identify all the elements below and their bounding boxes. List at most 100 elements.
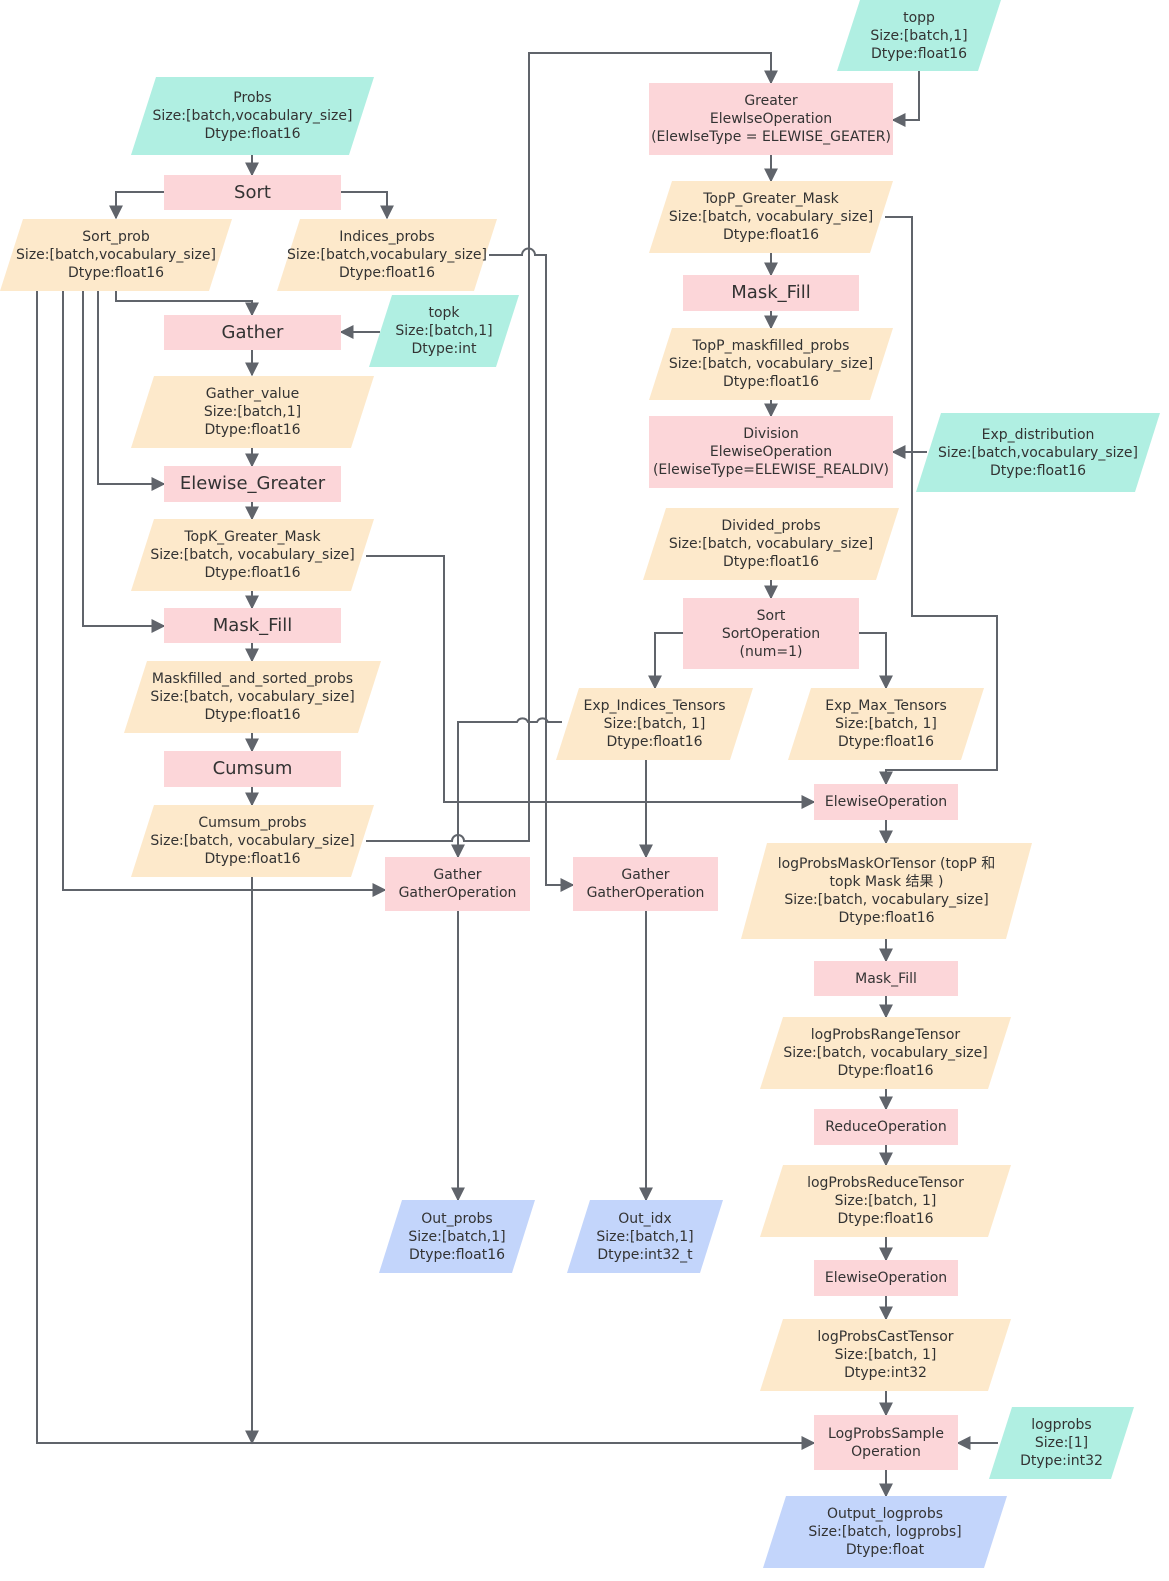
node-shape	[124, 661, 381, 733]
node-label-line: Maskfilled_and_sorted_probs	[151, 671, 354, 687]
node-label-line: Dtype:int32_t	[597, 1246, 693, 1263]
node-label-line: Dtype:float16	[989, 462, 1087, 479]
node-label-line: Size:[batch, 1]	[835, 716, 937, 732]
node-label-line: Elewise_Greater	[179, 473, 326, 494]
node-label-line: Size:[batch, vocabulary_size]	[150, 689, 355, 705]
node-label-line: GatherOperation	[398, 885, 517, 901]
node-shape	[131, 519, 374, 591]
node-label-line: Size:[batch, vocabulary_size]	[784, 892, 989, 908]
node-label-line: Dtype:int32	[1020, 1453, 1103, 1469]
node-label-line: ElewlseOperation	[709, 111, 833, 127]
node-label-line: Probs	[233, 90, 272, 106]
node-label-line: Dtype:float16	[204, 707, 301, 723]
node-label-line: Sort	[756, 607, 786, 624]
node-label-line: Dtype:float16	[204, 422, 301, 438]
node-label-line: Dtype:float16	[204, 851, 301, 867]
node-shape	[277, 219, 497, 291]
node-shape	[683, 275, 859, 311]
node-label-line: Exp_Max_Tensors	[825, 698, 947, 714]
reduce-operation-node: ReduceOperation	[814, 1109, 958, 1145]
node-label-line: ElewiseOperation	[824, 1270, 948, 1286]
edge-sort-prob-to-gather-op1	[62, 291, 387, 897]
node-shape	[164, 608, 341, 643]
node-label-line: ElewiseOperation	[709, 444, 833, 460]
node-label-line: logProbsMaskOrTensor (topP 和	[777, 856, 996, 872]
node-label-line: Size:[batch,1]	[596, 1228, 694, 1245]
node-label-line: Dtype:float	[845, 1542, 925, 1558]
node-shape	[760, 1319, 1011, 1391]
node-shape	[164, 751, 341, 787]
node-label-line: Size:[batch, vocabulary_size]	[668, 536, 874, 552]
node-label-line: Operation	[851, 1443, 921, 1460]
node-label-line: Gather	[221, 321, 284, 343]
edge-topp-to-greater	[891, 71, 920, 127]
node-label-line: Gather_value	[205, 386, 300, 402]
node-shape	[131, 376, 374, 448]
node-label-line: Dtype:float16	[204, 126, 301, 142]
node-label-line: Dtype:int	[411, 341, 477, 357]
node-label-line: Exp_Indices_Tensors	[583, 698, 726, 714]
node-label-line: Dtype:float16	[204, 565, 301, 581]
node-label: Mask_Fill	[855, 970, 917, 988]
node-label-line: Size:[batch,vocabulary_size]	[152, 108, 353, 124]
node-label-line: Size:[1]	[1034, 1435, 1089, 1451]
edge-indices-probs-to-gather-op2	[489, 247, 575, 892]
mask-fill-op-node-3: Mask_Fill	[814, 961, 958, 996]
node-label-line: Dtype:float16	[837, 1211, 934, 1227]
node-label: Elewise_Greater	[180, 473, 325, 495]
node-label-line: (num=1)	[739, 643, 803, 660]
node-shape	[649, 328, 893, 400]
node-label-line: Size:[batch,vocabulary_size]	[287, 247, 487, 263]
node-label-line: Dtype:float16	[837, 1063, 934, 1079]
node-label-line: Size:[batch,vocabulary_size]	[938, 444, 1138, 461]
sort-op-node: Sort	[164, 175, 341, 210]
node-label: Mask_Fill	[731, 282, 810, 304]
node-label-line: Dtype:float16	[722, 554, 820, 570]
node-label-line: Size:[batch,1]	[408, 1228, 506, 1245]
node-label-line: TopK_Greater_Mask	[184, 529, 321, 545]
node-label-line: GatherOperation	[586, 885, 705, 901]
node-shape	[131, 805, 374, 877]
node-shape	[573, 857, 718, 911]
node-label-line: Dtype:float16	[408, 1246, 506, 1263]
edge-sort-prob-to-logprobs-sample	[36, 291, 816, 1450]
node-label-line: Dtype:float16	[338, 265, 436, 281]
edge-topk-mask-to-elewise-op1	[366, 555, 816, 809]
node-shape	[164, 466, 341, 502]
node-label-line: Size:[batch,1]	[395, 323, 493, 339]
node-label-line: Sort	[234, 181, 271, 203]
node-label: Gather	[222, 322, 284, 344]
edge-sort-prob-to-gather	[115, 291, 259, 317]
node-label-line: (ElewiseType=ELEWISE_REALDIV)	[652, 462, 890, 478]
node-label-line: Division	[743, 426, 799, 442]
edge-sort-to-sort-prob	[109, 191, 164, 220]
node-label-line: Dtype:float16	[870, 45, 968, 62]
node-label: Cumsum	[213, 758, 293, 780]
node-label-line: ElewiseOperation	[824, 794, 948, 810]
node-label-line: topp	[903, 9, 935, 26]
node-label-line: Cumsum_probs	[198, 815, 307, 831]
node-label-line: Size:[batch,vocabulary_size]	[16, 247, 216, 263]
node-label-line: Dtype:float16	[722, 374, 820, 390]
node-label-line: Dtype:float16	[838, 910, 935, 926]
node-label-line: TopP_maskfilled_probs	[692, 338, 850, 354]
